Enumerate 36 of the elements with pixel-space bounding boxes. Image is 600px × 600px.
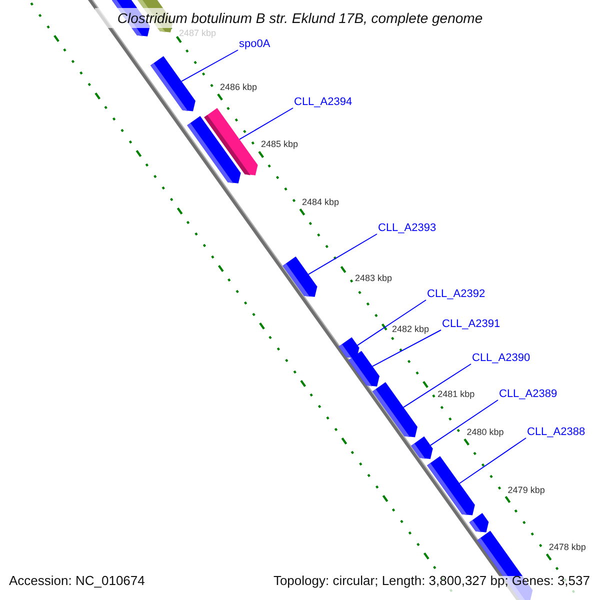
- gene-label: CLL_A2392: [427, 288, 486, 301]
- tick-label: 2485 kbp: [261, 139, 298, 149]
- gene-feature: [348, 350, 380, 386]
- tick-label: 2482 kbp: [392, 324, 430, 334]
- leader-line: [357, 300, 426, 346]
- leader-line: [430, 400, 498, 446]
- leader-line: [403, 364, 472, 408]
- gene-feature: [150, 56, 196, 112]
- leader-line: [239, 108, 294, 140]
- accession-text: Accession: NC_010674: [9, 573, 145, 589]
- tick-label: 2483 kbp: [355, 273, 392, 283]
- tick-label: 2480 kbp: [466, 427, 504, 437]
- tick-label: 2484 kbp: [302, 197, 340, 207]
- gene-feature: [427, 456, 475, 516]
- gene-feature: [282, 256, 318, 297]
- gene-label: CLL_A2394: [294, 96, 352, 109]
- tick-label: 2478 kbp: [548, 542, 586, 552]
- gene-label: CLL_A2391: [442, 318, 500, 331]
- leader-line: [372, 330, 442, 367]
- genome-info-text: Topology: circular; Length: 3,800,327 bp; Genes: 3,537: [273, 573, 590, 589]
- leader-line: [459, 438, 526, 484]
- gene-feature: [204, 108, 258, 176]
- tick-label: 2479 kbp: [508, 484, 545, 494]
- gene-feature: [469, 513, 489, 532]
- gene-label: CLL_A2390: [472, 352, 530, 365]
- gene-feature: [372, 382, 418, 438]
- leader-line: [308, 234, 378, 275]
- gene-label: spo0A: [239, 38, 270, 51]
- gene-label: CLL_A2389: [499, 388, 558, 401]
- tick-label: 2486 kbp: [220, 82, 258, 92]
- leader-line: [181, 50, 238, 82]
- tick-label: 2481 kbp: [438, 388, 475, 398]
- gene-label: CLL_A2393: [378, 222, 436, 235]
- gene-label: CLL_A2388: [527, 426, 586, 439]
- gene-feature: [338, 337, 360, 358]
- gene-feature: [411, 436, 433, 459]
